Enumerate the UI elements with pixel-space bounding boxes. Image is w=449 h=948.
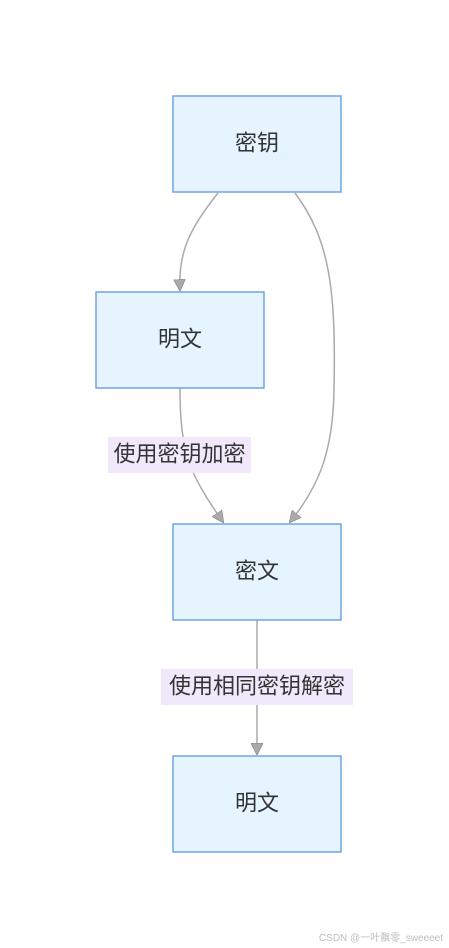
encrypt-label: 使用密钥加密 [113, 443, 245, 468]
node-plaintext-top-label: 明文 [158, 328, 202, 353]
edge-key-to-plaintext [180, 192, 219, 290]
node-ciphertext-label: 密文 [235, 560, 279, 585]
node-key-label: 密钥 [235, 132, 279, 157]
node-plaintext-bottom-label: 明文 [235, 792, 279, 817]
node-key-box [172, 95, 342, 193]
edge-key-to-ciphertext [290, 192, 336, 522]
watermark: CSDN @一叶飘零_sweeeet [318, 933, 443, 944]
encrypt-label-bg [108, 437, 251, 473]
node-key[interactable]: 密钥 [172, 95, 342, 193]
node-plaintext-bottom[interactable]: 明文 [172, 755, 342, 853]
node-plaintext-top-box [95, 291, 265, 389]
node-ciphertext-box [172, 523, 342, 621]
node-plaintext-bottom-box [172, 755, 342, 853]
node-plaintext-top[interactable]: 明文 [95, 291, 265, 389]
node-ciphertext[interactable]: 密文 [172, 523, 342, 621]
decrypt-label: 使用相同密钥解密 [169, 675, 345, 700]
decrypt-label-bg [161, 669, 353, 705]
